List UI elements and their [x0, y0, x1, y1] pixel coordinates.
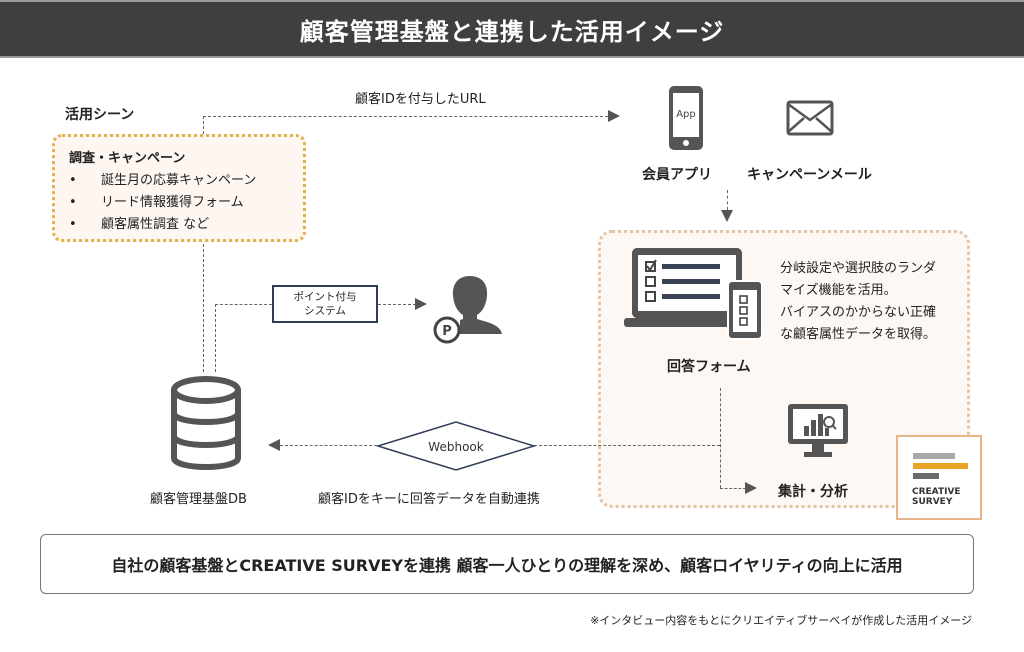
url-label: 顧客IDを付与したURL [355, 92, 486, 107]
scene-item: 誕生月の応募キャンペーン [101, 173, 257, 188]
form-label: 回答フォーム [667, 359, 751, 375]
connector-line [720, 488, 746, 489]
connector-line [203, 116, 204, 134]
list-item: • 誕生月の応募キャンペーン [69, 170, 289, 192]
list-item: • リード情報獲得フォーム [69, 192, 289, 214]
point-system-box: ポイント付与 システム [272, 285, 378, 323]
connector-line [720, 388, 721, 488]
description-line: バイアスのかからない正確 [780, 305, 937, 320]
connector-line [215, 304, 216, 372]
connector-line [378, 304, 416, 305]
mail-icon [786, 100, 834, 136]
description-line: 分岐設定や選択肢のランダ [780, 261, 937, 276]
description-line: な顧客属性データを取得。 [780, 327, 937, 342]
point-badge: P [442, 324, 452, 339]
summary-text: 自社の顧客基盤とCREATIVE SURVEYを連携 顧客一人ひとりの理解を深め… [111, 556, 903, 575]
scene-title: 活用シーン [65, 107, 135, 123]
connector-line [727, 190, 728, 210]
user-point-icon: P [433, 276, 502, 344]
webhook-label: Webhook [428, 440, 483, 454]
arrow-left-icon [268, 439, 280, 451]
analysis-label: 集計・分析 [778, 484, 848, 500]
logo-text: CREATIVE SURVEY [912, 487, 961, 507]
bullet: • [69, 173, 77, 188]
point-system-line1: ポイント付与 [293, 291, 357, 303]
connector-line [203, 116, 608, 117]
connector-line [280, 445, 377, 446]
scene-item: リード情報獲得フォーム [101, 195, 244, 210]
scene-item: 顧客属性調査 など [101, 217, 210, 232]
scene-list: • 誕生月の応募キャンペーン • リード情報獲得フォーム • 顧客属性調査 など [69, 170, 289, 236]
mail-label: キャンペーンメール [747, 167, 872, 183]
logo-bar-mid [913, 463, 968, 469]
footnote: ※インタビュー内容をもとにクリエイティブサーベイが作成した活用イメージ [590, 614, 972, 627]
app-label: 会員アプリ [642, 167, 712, 183]
connector-line [203, 244, 204, 372]
scene-subtitle: 調査・キャンペーン [69, 151, 186, 166]
auto-link-label: 顧客IDをキーに回答データを自動連携 [318, 492, 540, 507]
logo-line1: CREATIVE [912, 487, 961, 497]
bullet: • [69, 217, 77, 232]
analytics-monitor-icon [788, 404, 848, 457]
app-icon-text: App [676, 109, 696, 120]
bullet: • [69, 195, 77, 210]
summary-box: 自社の顧客基盤とCREATIVE SURVEYを連携 顧客一人ひとりの理解を深め… [40, 534, 974, 594]
list-item: • 顧客属性調査 など [69, 214, 289, 236]
form-description: 分岐設定や選択肢のランダ マイズ機能を活用。 バイアスのかからない正確 な顧客属… [780, 258, 936, 346]
arrow-right-icon [415, 298, 427, 310]
logo-bar-top [913, 453, 955, 459]
arrow-right-icon [745, 482, 757, 494]
connector-line [215, 304, 272, 305]
survey-form-icon [624, 248, 763, 340]
logo-bar-bottom [913, 473, 939, 479]
webhook-diamond: Webhook [376, 421, 536, 471]
scene-box: 調査・キャンペーン • 誕生月の応募キャンペーン • リード情報獲得フォーム • 顧客… [52, 134, 306, 242]
logo-line2: SURVEY [912, 497, 953, 507]
connector-line [534, 445, 720, 446]
arrow-down-icon [721, 210, 733, 222]
database-icon [171, 376, 241, 470]
header-bar: 顧客管理基盤と連携した活用イメージ [0, 0, 1024, 58]
description-line: マイズ機能を活用。 [780, 283, 897, 298]
arrow-right-icon [608, 110, 620, 122]
mobile-app-icon: App [669, 86, 703, 150]
database-label: 顧客管理基盤DB [150, 492, 247, 507]
creative-survey-logo: CREATIVE SURVEY [896, 435, 982, 520]
page-title: 顧客管理基盤と連携した活用イメージ [299, 17, 725, 46]
point-system-line2: システム [304, 305, 346, 317]
